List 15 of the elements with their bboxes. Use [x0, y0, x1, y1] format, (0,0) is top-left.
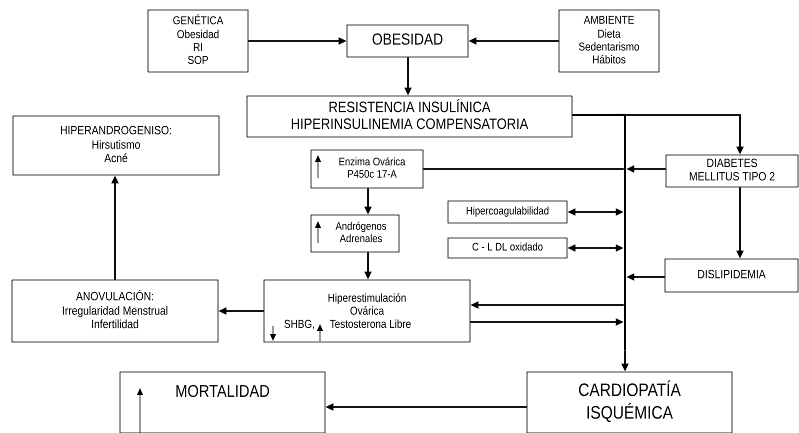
process-box: OBESIDAD: [346, 24, 468, 58]
factor-box: GENÉTICA Obesidad RI SOP: [148, 10, 248, 72]
process-box: DIABETES MELLITUS TIPO 2: [666, 154, 798, 188]
process-box: C - L DL oxidado: [448, 238, 568, 258]
process-box: Hipercoagulabilidad: [448, 200, 568, 224]
process-box: DISLIPIDEMIA: [664, 258, 798, 292]
effect-box: HIPERANDROGENISO: Hirsutismo Acné: [12, 116, 220, 176]
effect-box: ANOVULACIÓN: Irregularidad Menstrual Infertilidad: [12, 280, 218, 342]
process-box: Andrógenos Adrenales: [310, 214, 400, 252]
process-box: Enzima Ovárica P450c 17-A: [310, 150, 424, 188]
process-box: RESISTENCIA INSULÍNICA HIPERINSULINEMIA COMPENSATORIA: [246, 96, 572, 138]
process-box: Hiperestimulación Ovárica SHBG, Testosterona Libre: [264, 280, 470, 342]
factor-box: AMBIENTE Dieta Sedentarismo Hábitos: [558, 10, 660, 72]
outcome-box: CARDIOPATÍA ISQUÉMICA: [526, 372, 732, 433]
outcome-box: MORTALIDAD: [120, 372, 326, 433]
